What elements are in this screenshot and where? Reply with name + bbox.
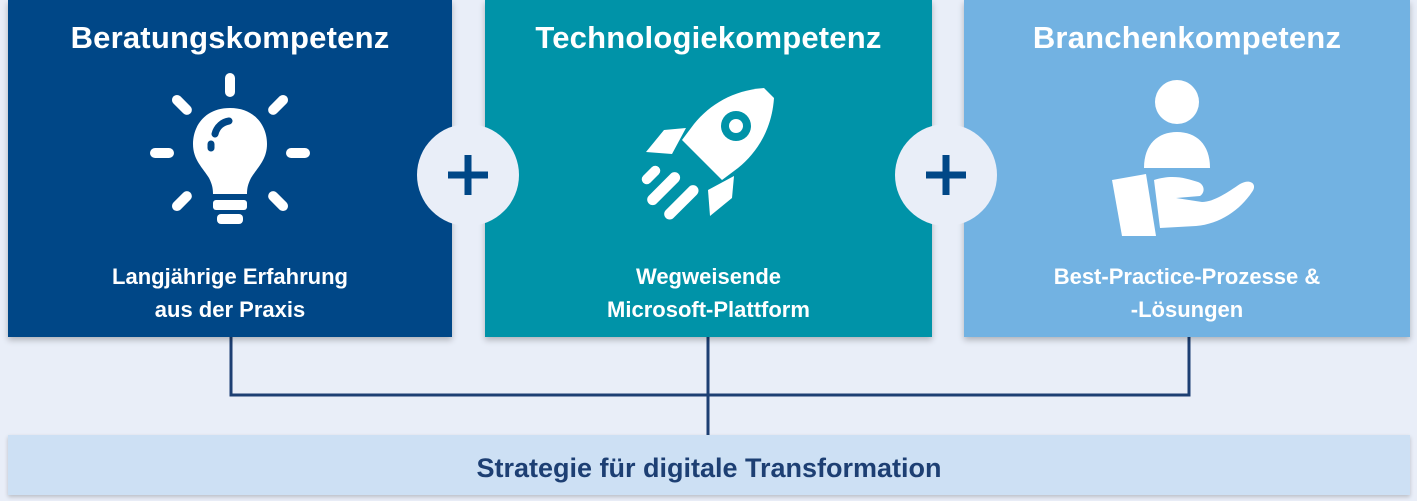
subtitle-line: Langjährige Erfahrung [112, 264, 348, 289]
strategy-label: Strategie für digitale Transformation [476, 453, 942, 483]
panel-technology: Technologiekompetenz Wegweisende Microso… [485, 0, 932, 337]
subtitle-line: aus der Praxis [154, 297, 306, 322]
plus-icon [895, 124, 997, 226]
panel-subtitle-consulting: Langjährige Erfahrung aus der Praxis [8, 260, 452, 326]
panel-industry: Branchenkompetenz Best-Practice-Prozesse… [964, 0, 1410, 337]
plus-icon [417, 124, 519, 226]
panel-subtitle-industry: Best-Practice-Prozesse & -Lösungen [964, 260, 1410, 326]
subtitle-line: -Lösungen [1130, 297, 1244, 322]
panel-subtitle-technology: Wegweisende Microsoft-Plattform [485, 260, 932, 326]
panel-title-technology: Technologiekompetenz [535, 20, 882, 55]
subtitle-line: Microsoft-Plattform [607, 297, 810, 322]
panel-consulting: Beratungskompetenz Langjährige Erfahrung [8, 0, 452, 337]
hand-person-icon [1102, 68, 1272, 243]
lightbulb-icon [145, 68, 315, 243]
panel-title-industry: Branchenkompetenz [1032, 20, 1342, 55]
rocket-icon [624, 68, 794, 243]
panel-title-consulting: Beratungskompetenz [70, 20, 390, 55]
strategy-result-bar: Strategie für digitale Transformation [8, 435, 1410, 495]
subtitle-line: Best-Practice-Prozesse & [1053, 264, 1321, 289]
subtitle-line: Wegweisende [635, 264, 782, 289]
